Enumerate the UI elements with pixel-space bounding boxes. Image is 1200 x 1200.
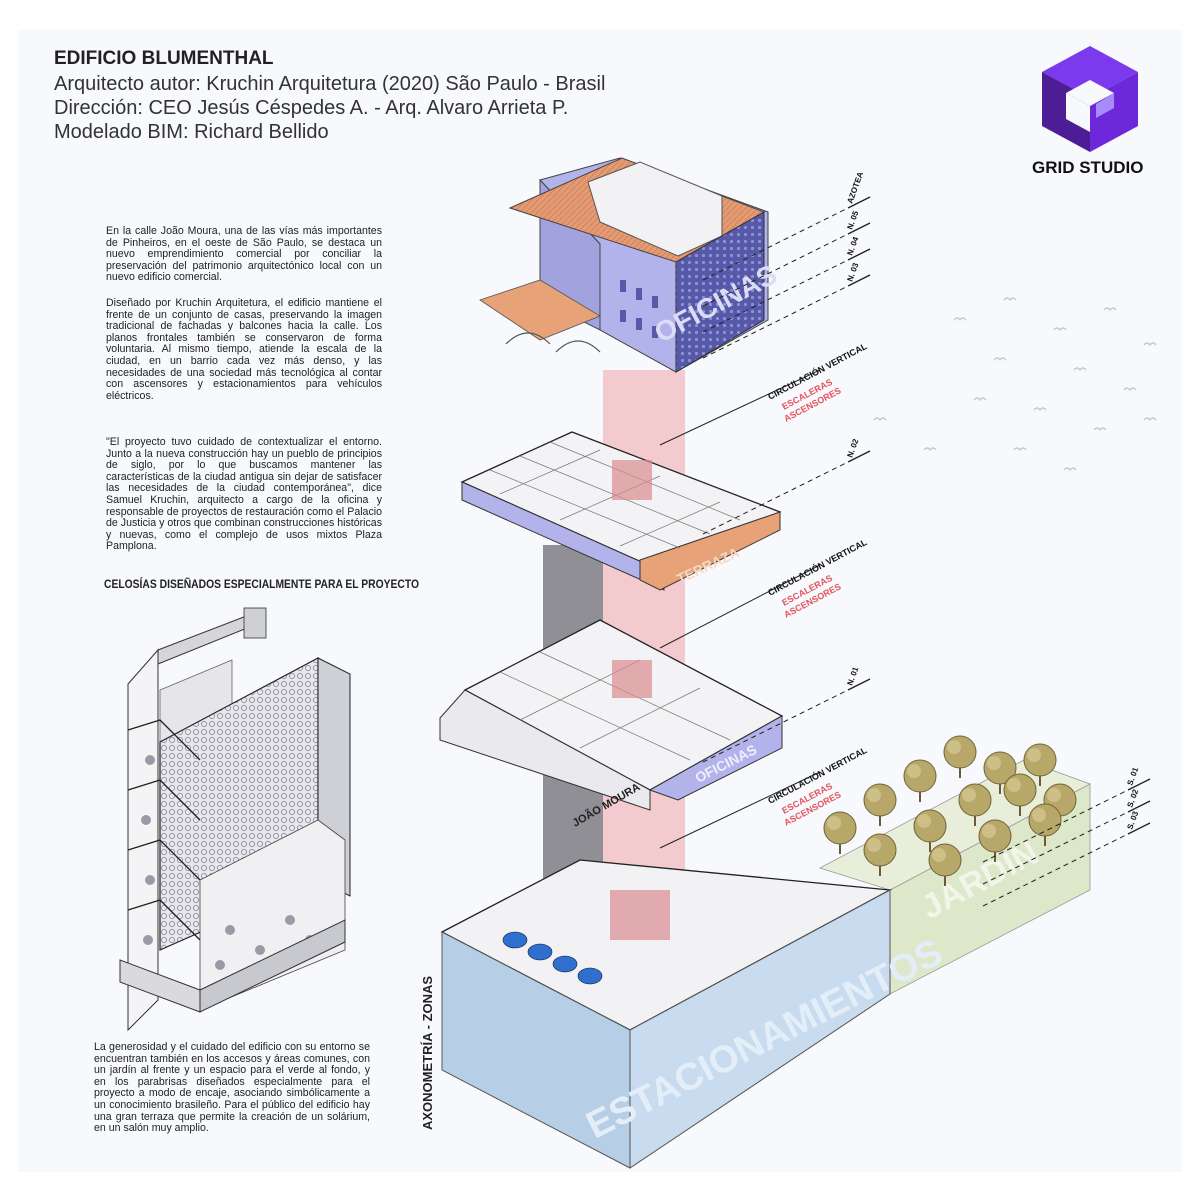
bird-icon xyxy=(973,397,987,402)
garden-trees xyxy=(823,735,1077,886)
tree-icon xyxy=(1003,773,1037,816)
tree-icon xyxy=(823,811,857,854)
grid-studio-logo-icon xyxy=(1042,46,1138,152)
bird-icon xyxy=(1053,327,1067,332)
tree-icon xyxy=(913,809,947,852)
tree-icon xyxy=(903,759,937,802)
lattice-tower-illustration xyxy=(119,607,351,1032)
tree-icon xyxy=(863,833,897,876)
bird-icon xyxy=(993,357,1007,362)
level-marker-sub-0-label: S. 01 xyxy=(1125,766,1140,787)
bird-icon xyxy=(1003,297,1017,302)
level-marker-n01-label: N. 01 xyxy=(845,665,860,687)
tree-icon xyxy=(928,843,962,886)
level-marker-top-2-label: N. 04 xyxy=(845,235,860,257)
tree-icon xyxy=(943,735,977,778)
level-one-floor: OFICINAS JOÃO MOURA xyxy=(439,619,784,830)
poster-title: EDIFICIO BLUMENTHAL xyxy=(54,48,274,69)
bird-icon xyxy=(1063,467,1077,472)
level-marker-top-0-label: AZOTEA xyxy=(845,170,865,204)
level-two-floor: TERRAZA xyxy=(460,431,782,591)
bird-icon xyxy=(1103,307,1117,312)
tree-icon xyxy=(958,783,992,826)
bird-icon xyxy=(1013,447,1027,452)
bird-icon xyxy=(1143,342,1157,347)
axonometry-label: AXONOMETRÍA - ZONAS xyxy=(420,976,435,1130)
bird-icon xyxy=(1123,387,1137,392)
bird-icon xyxy=(1093,427,1107,432)
direction-credit: Dirección: CEO Jesús Céspedes A. - Arq. … xyxy=(54,97,569,119)
level-marker-n02-label: N. 02 xyxy=(845,437,860,459)
lattice-section-title: CELOSÍAS DISEÑADOS ESPECIALMENTE PARA EL… xyxy=(104,577,420,591)
quote-paragraph: "El proyecto tuvo cuidado de contextuali… xyxy=(106,436,382,553)
level-marker-sub-1-label: S. 02 xyxy=(1125,788,1140,809)
bird-icon xyxy=(953,317,967,322)
tree-icon xyxy=(978,819,1012,862)
parking-and-garden-base: ESTACIONAMIENTOS JARDÍN xyxy=(440,759,1091,1169)
bird-icon xyxy=(1073,367,1087,372)
bird-icon xyxy=(1143,417,1157,422)
bim-credit: Modelado BIM: Richard Bellido xyxy=(54,121,329,143)
top-office-block: OFICINAS xyxy=(479,157,782,373)
level-marker-top-3-label: N. 03 xyxy=(845,261,860,283)
design-paragraph: Diseñado por Kruchin Arquitetura, el edi… xyxy=(106,297,382,402)
intro-paragraph: En la calle João Moura, una de las vías … xyxy=(106,225,382,284)
brand-name: GRID STUDIO xyxy=(1032,158,1144,177)
bird-icon xyxy=(873,417,887,422)
level-marker-top-1-label: N. 05 xyxy=(845,209,860,231)
bird-icon xyxy=(1033,407,1047,412)
bird-icon xyxy=(923,447,937,452)
architect-credit: Arquitecto autor: Kruchin Arquitetura (2… xyxy=(54,73,606,95)
birds-decoration xyxy=(873,297,1157,472)
tree-icon xyxy=(863,783,897,826)
level-marker-sub-2-label: S. 03 xyxy=(1125,810,1140,831)
tree-icon xyxy=(1028,803,1062,846)
tree-icon xyxy=(1023,743,1057,786)
closing-paragraph: La generosidad y el cuidado del edificio… xyxy=(94,1041,370,1135)
tree-icon xyxy=(983,751,1017,794)
